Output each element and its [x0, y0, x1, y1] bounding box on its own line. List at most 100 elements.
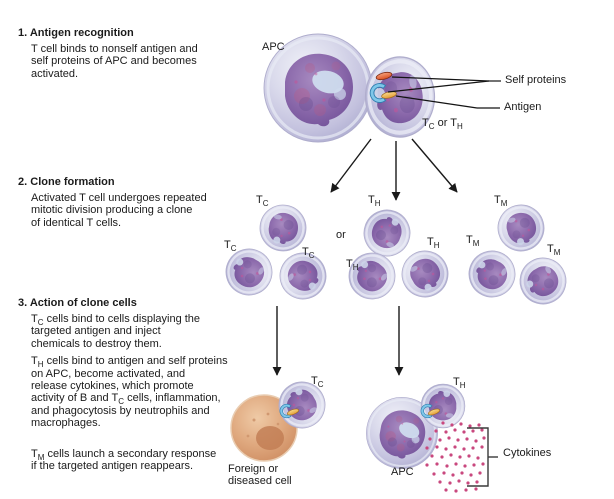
label-apc-top: APC	[262, 41, 285, 53]
arrow-to-tm-clones	[411, 138, 458, 193]
label-or: or	[336, 229, 346, 241]
section-3-heading: 3. Action of clone cells	[18, 297, 254, 310]
clone-arrows	[330, 138, 458, 201]
cytokine-dot	[440, 455, 444, 459]
section-2-body: Activated T cell undergoes repeated mito…	[31, 192, 207, 229]
cytokine-dot	[453, 445, 457, 449]
cytokine-dot	[445, 464, 449, 468]
label-th-2: TH	[346, 258, 359, 273]
cytokine-dot	[444, 447, 448, 451]
section-2-title: Clone formation	[30, 176, 115, 188]
cytokine-dot	[441, 421, 445, 425]
tm-clone-cell-2	[460, 242, 524, 306]
cytokine-dot	[444, 430, 448, 434]
section-2-number: 2.	[18, 176, 28, 188]
cytokine-dot	[454, 489, 458, 493]
section-1-heading: 1. Antigen recognition	[18, 27, 254, 40]
cytokine-dot	[448, 481, 452, 485]
cytokine-dot	[477, 423, 481, 427]
arrow-to-tc-clones	[330, 138, 372, 193]
label-cytokines: Cytokines	[503, 447, 552, 459]
cytokine-dot	[447, 436, 451, 440]
label-apc-bottom: APC	[391, 466, 414, 478]
cytokine-dot	[432, 472, 436, 476]
section-antigen-recognition: 1. Antigen recognition T cell binds to n…	[18, 27, 254, 80]
label-foreign-cell: Foreign or diseased cell	[228, 463, 292, 487]
cytokine-dot	[472, 463, 476, 467]
cytokine-dot	[482, 436, 486, 440]
section-3-title: Action of clone cells	[29, 297, 137, 309]
cytokine-dot	[460, 471, 464, 475]
cytokine-dot	[454, 462, 458, 466]
label-antigen: Antigen	[504, 101, 542, 113]
cytokine-dot	[474, 487, 478, 491]
label-tm-3: TM	[547, 243, 561, 258]
cytokine-dot	[465, 437, 469, 441]
cytokine-dot	[478, 471, 482, 475]
label-tc-1: TC	[256, 194, 269, 209]
cytokine-dot	[471, 446, 475, 450]
label-th-1: TH	[368, 194, 381, 209]
cytokines-bracket	[467, 427, 498, 487]
cytokine-dot	[451, 473, 455, 477]
cytokine-dot	[435, 445, 439, 449]
cytokine-dot	[450, 423, 454, 427]
label-th-3: TH	[427, 236, 440, 251]
action-arrows	[272, 306, 404, 376]
cytokine-dots	[425, 421, 486, 493]
cytokine-dot	[474, 439, 478, 443]
th-clone-cell-3	[392, 241, 458, 307]
cytokine-dot	[468, 424, 472, 428]
cytokine-dot	[469, 473, 473, 477]
cytokine-dot	[425, 463, 429, 467]
cytokine-dot	[425, 446, 429, 450]
pointer-antigen	[395, 95, 478, 109]
tm-clone-cell-3	[510, 248, 576, 314]
cytokine-dot	[453, 428, 457, 432]
label-tc-3: TC	[302, 246, 315, 261]
label-tm-1: TM	[494, 194, 508, 209]
cytokine-dot	[434, 429, 438, 433]
label-tm-2: TM	[466, 234, 480, 249]
section-3-number: 3.	[18, 297, 28, 309]
section-1-body: T cell binds to nonself antigen and self…	[31, 43, 198, 80]
cytokine-dot	[480, 428, 484, 432]
cytokine-dot	[471, 429, 475, 433]
section-3-para-tm: TM cells launch a secondary response if …	[31, 447, 217, 473]
pointer-lines	[387, 76, 501, 109]
cytokine-dot	[442, 471, 446, 475]
label-self-proteins: Self proteins	[505, 74, 567, 86]
section-3-para-th: TH cells bind to antigen and self protei…	[31, 355, 228, 430]
cytokine-dot	[430, 454, 434, 458]
cytokine-dot	[444, 488, 448, 492]
cytokine-dot	[438, 438, 442, 442]
pointer-self-proteins-1	[391, 76, 490, 82]
cytokine-dot	[459, 422, 463, 426]
section-1-title: Antigen recognition	[29, 27, 134, 39]
cytokine-dot	[462, 447, 466, 451]
cytokine-dot	[463, 464, 467, 468]
section-clone-formation: 2. Clone formation Activated T cell unde…	[18, 176, 254, 229]
cytokine-dot	[457, 479, 461, 483]
cytokine-dot	[476, 456, 480, 460]
tm-clone-cell-1	[491, 198, 551, 258]
cytokine-dot	[438, 480, 442, 484]
cytokine-dot	[456, 438, 460, 442]
cytokine-dot	[435, 462, 439, 466]
cytokine-dot	[449, 453, 453, 457]
section-2-heading: 2. Clone formation	[18, 176, 254, 189]
cytokine-dot	[475, 480, 479, 484]
section-1-number: 1.	[18, 27, 28, 39]
cytokine-dot	[466, 481, 470, 485]
label-tc-or-th: TC or TH	[422, 117, 463, 132]
label-tc-2: TC	[224, 239, 237, 254]
cytokine-dot	[462, 430, 466, 434]
cytokine-dot	[467, 454, 471, 458]
label-th-bottom: TH	[453, 376, 466, 391]
pointer-self-proteins-2	[387, 80, 490, 93]
label-tc-bottom: TC	[311, 375, 324, 390]
cytokine-dot	[480, 445, 484, 449]
section-3-para-tc: TC cells bind to cells displaying the ta…	[31, 313, 201, 350]
cytokine-dot	[481, 462, 485, 466]
